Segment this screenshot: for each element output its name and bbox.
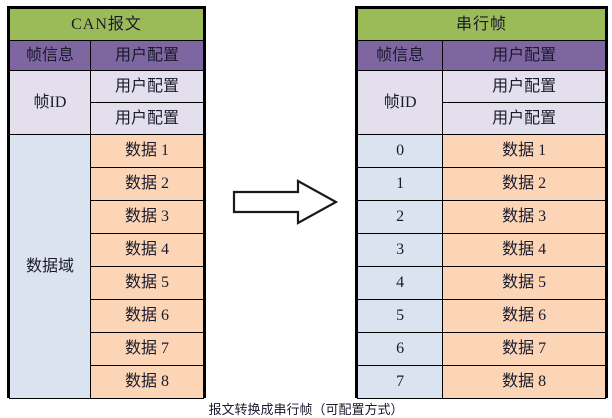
right-frame-id-label: 帧ID [356,70,444,135]
serial-frame-table: 串行帧 帧信息 用户配置 帧ID 用户配置 用户配置 0 数据 1 [355,6,608,399]
right-index-cell: 6 [356,332,444,366]
right-data-row: 数据 6 [442,299,606,333]
right-data-row: 数据 5 [442,266,606,300]
right-index-cell: 2 [356,200,444,234]
right-data-row: 数据 2 [442,167,606,201]
left-data-row: 数据 1 [89,134,205,168]
left-data-row: 数据 7 [89,332,205,366]
right-frame-id-value-1: 用户配置 [442,102,606,135]
right-index-cell: 0 [356,134,444,168]
left-data-row: 数据 4 [89,233,205,267]
right-data-row: 数据 4 [442,233,606,267]
figure-caption: 报文转换成串行帧（可配置方式） [208,402,404,417]
left-data-field-label: 数据域 [9,134,91,399]
left-data-row: 数据 5 [89,266,205,300]
left-data-row: 数据 2 [89,167,205,201]
can-message-table: CAN报文 帧信息 用户配置 帧ID 用户配置 用户配置 数据域 数据 1 [7,6,206,399]
left-table-title: CAN报文 [9,8,204,41]
diagram-canvas: CAN报文 帧信息 用户配置 帧ID 用户配置 用户配置 数据域 数据 1 [7,6,608,417]
right-index-cell: 1 [356,167,444,201]
right-data-row: 数据 3 [442,200,606,234]
left-frame-id-value-1: 用户配置 [89,102,205,135]
left-data-row: 数据 6 [89,299,205,333]
left-header-user-config: 用户配置 [89,40,205,71]
right-index-cell: 3 [356,233,444,267]
left-data-row: 数据 8 [89,365,205,399]
right-index-cell: 5 [356,299,444,333]
right-index-cell: 4 [356,266,444,300]
right-header-frame-info: 帧信息 [356,40,444,71]
right-block-arrow-icon [232,179,339,225]
right-frame-id-value-0: 用户配置 [442,70,606,103]
left-header-frame-info: 帧信息 [9,40,91,71]
right-header-user-config: 用户配置 [442,40,606,71]
right-data-row: 数据 7 [442,332,606,366]
right-index-cell: 7 [356,365,444,399]
right-data-row: 数据 8 [442,365,606,399]
conversion-arrow [232,178,339,226]
left-data-row: 数据 3 [89,200,205,234]
left-frame-id-label: 帧ID [9,70,91,135]
left-frame-id-value-0: 用户配置 [89,70,205,103]
right-table-title: 串行帧 [357,8,606,41]
right-data-row: 数据 1 [442,134,606,168]
